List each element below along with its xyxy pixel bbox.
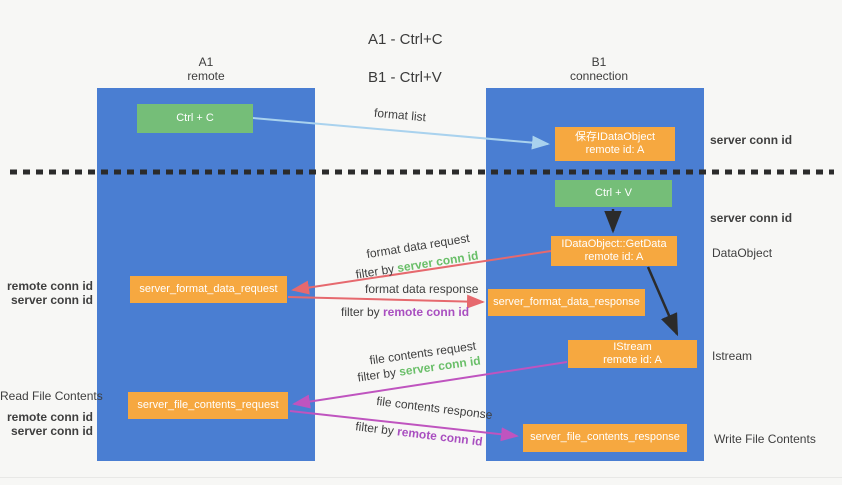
side-label-remote-conn-id-bottom: remote conn id xyxy=(6,410,93,424)
node-ctrl-v: Ctrl + V xyxy=(555,180,672,207)
side-label-server-conn-id-mid: server conn id xyxy=(710,211,793,225)
node-server-file-contents-request-label: server_file_contents_request xyxy=(137,398,279,411)
node-server-file-contents-request: server_file_contents_request xyxy=(128,392,288,419)
arrow-format-data-request xyxy=(291,250,552,295)
node-idataobject-getdata-line1: IDataObject::GetData xyxy=(561,237,667,250)
label-filter-by-remote-conn-id-1: filter by remote conn id xyxy=(341,305,469,319)
node-server-format-data-response-label: server_format_data_response xyxy=(493,295,640,308)
diagram-title: A1 - Ctrl+C B1 - Ctrl+V xyxy=(368,11,443,106)
node-istream-line1: IStream xyxy=(613,340,652,353)
node-idataobject-getdata: IDataObject::GetData remote id: A xyxy=(551,236,677,266)
lane-a-header: A1 remote xyxy=(136,55,276,83)
node-server-format-data-request: server_format_data_request xyxy=(130,276,287,303)
lane-b-name: B1 xyxy=(591,55,607,69)
diagram-title-line1: A1 - Ctrl+C xyxy=(368,31,443,48)
node-ctrl-c-label: Ctrl + C xyxy=(176,111,214,124)
lane-b-header: B1 connection xyxy=(529,55,669,83)
lane-a-subtitle: remote xyxy=(187,69,225,83)
side-label-istream: Istream xyxy=(712,349,753,363)
node-server-file-contents-response: server_file_contents_response xyxy=(523,424,687,452)
side-label-server-conn-id-left-mid: server conn id xyxy=(10,293,93,307)
node-save-dataobject-line1: 保存IDataObject xyxy=(574,130,656,143)
arrow-format-data-response xyxy=(287,294,485,309)
node-istream-line2: remote id: A xyxy=(603,354,662,366)
arrow-getdata-to-istream xyxy=(646,266,679,337)
arrow-format-list xyxy=(252,117,550,150)
node-istream: IStream remote id: A xyxy=(568,340,697,368)
side-label-write-file-contents: Write File Contents xyxy=(714,432,816,446)
node-save-dataobject-line2: remote id: A xyxy=(585,144,645,156)
node-idataobject-getdata-line2: remote id: A xyxy=(584,251,644,263)
label-filter-by-text-2: filter by xyxy=(341,305,384,319)
node-ctrl-v-label: Ctrl + V xyxy=(595,186,632,199)
canvas-bottom-divider xyxy=(0,477,842,478)
label-remote-conn-id-inline-1: remote conn id xyxy=(383,305,470,319)
side-label-remote-conn-id-mid: remote conn id xyxy=(6,279,93,293)
side-label-server-conn-id-left-bottom: server conn id xyxy=(10,424,93,438)
side-label-read-file-contents: Read File Contents xyxy=(0,389,103,403)
lane-a-name: A1 xyxy=(198,55,214,69)
node-ctrl-c: Ctrl + C xyxy=(137,104,253,133)
node-save-dataobject: 保存IDataObject remote id: A xyxy=(555,127,675,161)
side-label-server-conn-id-top: server conn id xyxy=(710,133,793,147)
arrow-file-contents-response xyxy=(289,410,519,442)
node-server-format-data-response: server_format_data_response xyxy=(488,289,645,316)
node-server-file-contents-response-label: server_file_contents_response xyxy=(530,431,680,444)
arrow-file-contents-request xyxy=(292,361,568,409)
lane-b-subtitle: connection xyxy=(569,69,629,83)
side-label-dataobject: DataObject xyxy=(712,246,773,260)
node-server-format-data-request-label: server_format_data_request xyxy=(139,282,278,295)
label-format-data-response: format data response xyxy=(365,282,479,296)
diagram-title-line2: B1 - Ctrl+V xyxy=(368,69,442,86)
